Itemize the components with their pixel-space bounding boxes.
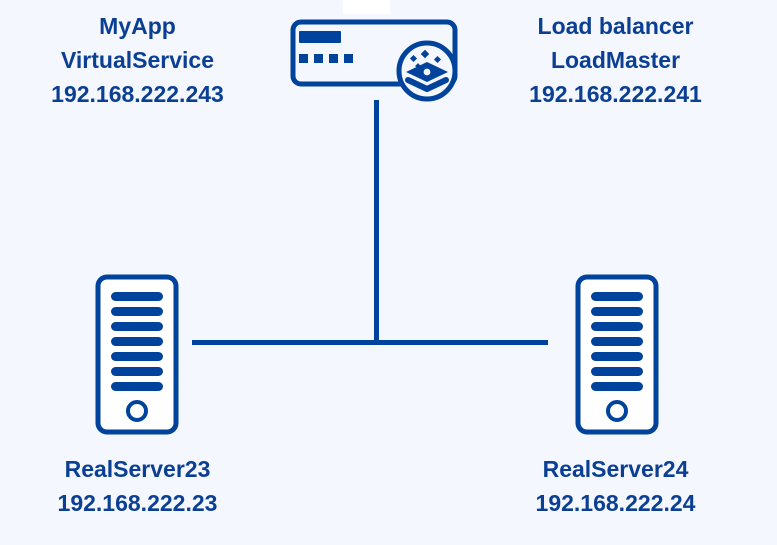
load-balancer-appliance-icon — [285, 0, 465, 105]
load-balancer-appliance-svg — [290, 19, 458, 102]
server-right-bay-4 — [591, 337, 643, 346]
server-right-drive-bays — [591, 292, 643, 391]
connector-bus-horizontal — [192, 340, 548, 345]
server-left-bay-6 — [111, 367, 163, 376]
load-balancer-role: LoadMaster — [550, 47, 681, 73]
server-tower-icon-left — [94, 273, 180, 436]
appliance-led-2 — [314, 54, 323, 63]
real-server-left-label: RealServer23 192.168.222.23 — [0, 452, 275, 520]
appliance-display-bar — [299, 31, 341, 43]
server-right-power-button — [606, 400, 628, 422]
real-server-left-ip: 192.168.222.23 — [57, 490, 218, 516]
server-right-bay-1 — [591, 292, 643, 301]
server-right-svg — [575, 274, 659, 435]
appliance-led-1 — [299, 54, 308, 63]
server-left-svg — [95, 274, 179, 435]
load-balancer-label: Load balancer LoadMaster 192.168.222.241 — [478, 9, 753, 111]
appliance-led-3 — [329, 54, 338, 63]
appliance-led-4 — [344, 54, 353, 63]
server-right-bay-5 — [591, 352, 643, 361]
layers-sparkle-3 — [433, 55, 442, 64]
server-right-bay-2 — [591, 307, 643, 316]
appliance-notch — [343, 0, 390, 14]
server-right-bay-7 — [591, 382, 643, 391]
server-left-bay-3 — [111, 322, 163, 331]
load-balancer-ip: 192.168.222.241 — [529, 81, 702, 107]
server-left-bay-1 — [111, 292, 163, 301]
layers-sparkle-1 — [409, 54, 418, 63]
real-server-right-ip: 192.168.222.24 — [535, 490, 696, 516]
load-balancer-name: Load balancer — [537, 13, 694, 39]
real-server-right-label: RealServer24 192.168.222.24 — [478, 452, 753, 520]
virtual-service-role: VirtualService — [60, 47, 214, 73]
server-left-drive-bays — [111, 292, 163, 391]
virtual-service-name: MyApp — [99, 13, 176, 39]
server-left-bay-2 — [111, 307, 163, 316]
connector-loadbalancer-to-bus — [374, 100, 379, 345]
real-server-left-name: RealServer23 — [64, 456, 211, 482]
server-left-bay-5 — [111, 352, 163, 361]
server-left-power-button — [126, 400, 148, 422]
server-left-bay-4 — [111, 337, 163, 346]
virtual-service-label: MyApp VirtualService 192.168.222.243 — [0, 9, 275, 111]
layers-badge-icon — [396, 40, 458, 102]
real-server-right-name: RealServer24 — [542, 456, 689, 482]
server-tower-icon-right — [574, 273, 660, 436]
virtual-service-ip: 192.168.222.243 — [51, 81, 224, 107]
server-right-bay-6 — [591, 367, 643, 376]
server-right-bay-3 — [591, 322, 643, 331]
layers-sparkle-2 — [420, 49, 430, 59]
server-left-bay-7 — [111, 382, 163, 391]
layers-plate-bottom — [405, 77, 449, 92]
layers-plate-hole — [423, 68, 431, 76]
